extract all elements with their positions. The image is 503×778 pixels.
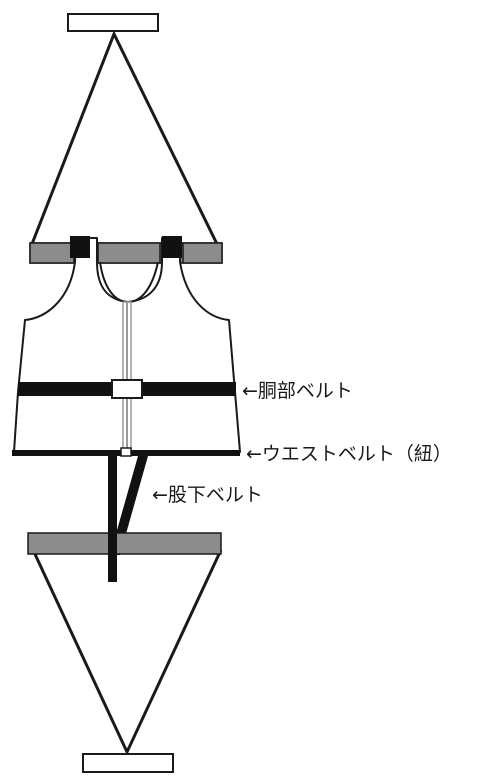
- leg-bar: [27, 532, 222, 555]
- waist-belt-label: ←ウエストベルト（紐）: [246, 443, 452, 465]
- top-tab: [67, 13, 159, 32]
- crotch-belt-vertical: [108, 456, 117, 582]
- lower-triangle: [31, 550, 223, 756]
- left-shoulder-strap: [70, 236, 90, 258]
- crotch-belt-over-bar: [108, 533, 117, 581]
- crotch-belt-diagonal: [110, 456, 148, 555]
- crotch-belt-label: ←股下ベルト: [152, 484, 263, 506]
- chest-belt-buckle: [111, 379, 143, 399]
- chest-belt-label: ←胴部ベルト: [242, 380, 353, 402]
- right-shoulder-strap: [162, 236, 182, 258]
- bottom-tab: [82, 753, 174, 773]
- shoulder-bar-right: [182, 242, 223, 264]
- shoulder-bar-middle: [97, 242, 161, 264]
- upper-triangle: [29, 30, 220, 246]
- shoulder-bar-left: [29, 242, 75, 264]
- waist-belt-buckle: [120, 447, 132, 457]
